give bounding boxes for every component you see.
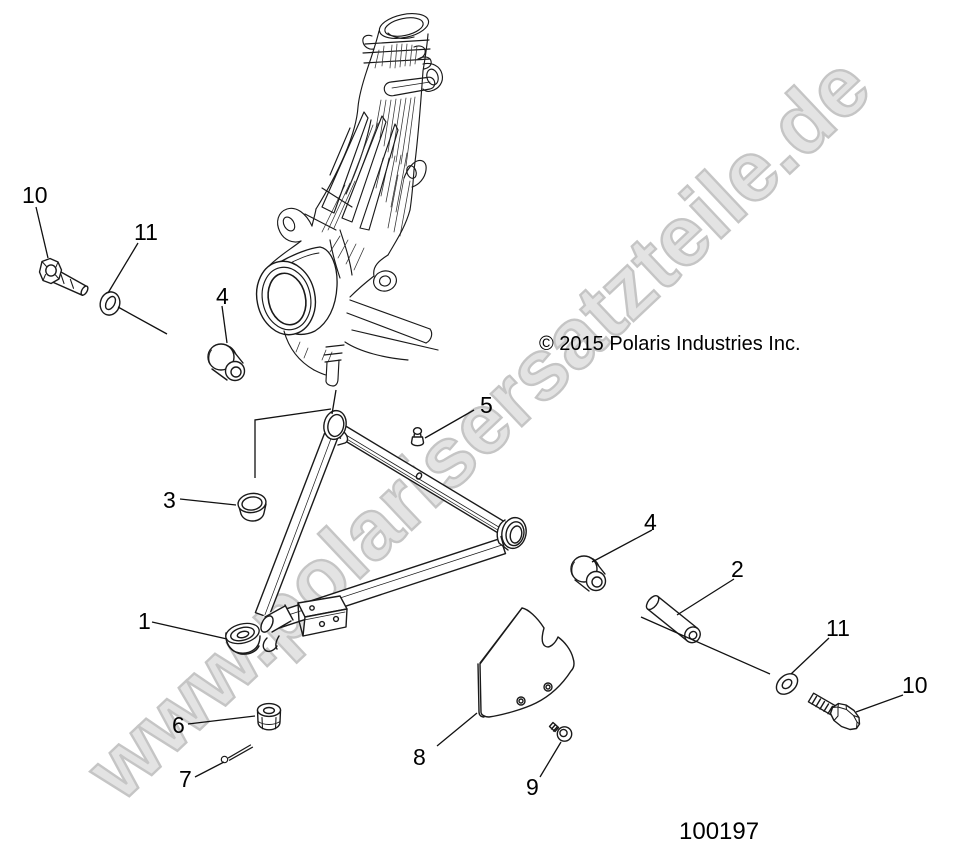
svg-text:6: 6 <box>172 712 185 738</box>
svg-text:11: 11 <box>134 219 158 245</box>
svg-text:1: 1 <box>138 608 151 634</box>
svg-text:100197: 100197 <box>679 818 759 845</box>
svg-text:10: 10 <box>22 182 48 208</box>
svg-text:3: 3 <box>163 487 176 513</box>
svg-text:11: 11 <box>826 615 850 641</box>
svg-text:4: 4 <box>644 509 657 535</box>
svg-text:2: 2 <box>731 556 744 582</box>
svg-text:5: 5 <box>480 392 493 418</box>
svg-text:8: 8 <box>413 744 426 770</box>
svg-text:9: 9 <box>526 774 539 800</box>
svg-text:10: 10 <box>902 672 928 698</box>
svg-text:7: 7 <box>179 766 192 792</box>
svg-text:© 2015 Polaris Industries Inc.: © 2015 Polaris Industries Inc. <box>539 333 801 355</box>
svg-text:4: 4 <box>216 283 229 309</box>
